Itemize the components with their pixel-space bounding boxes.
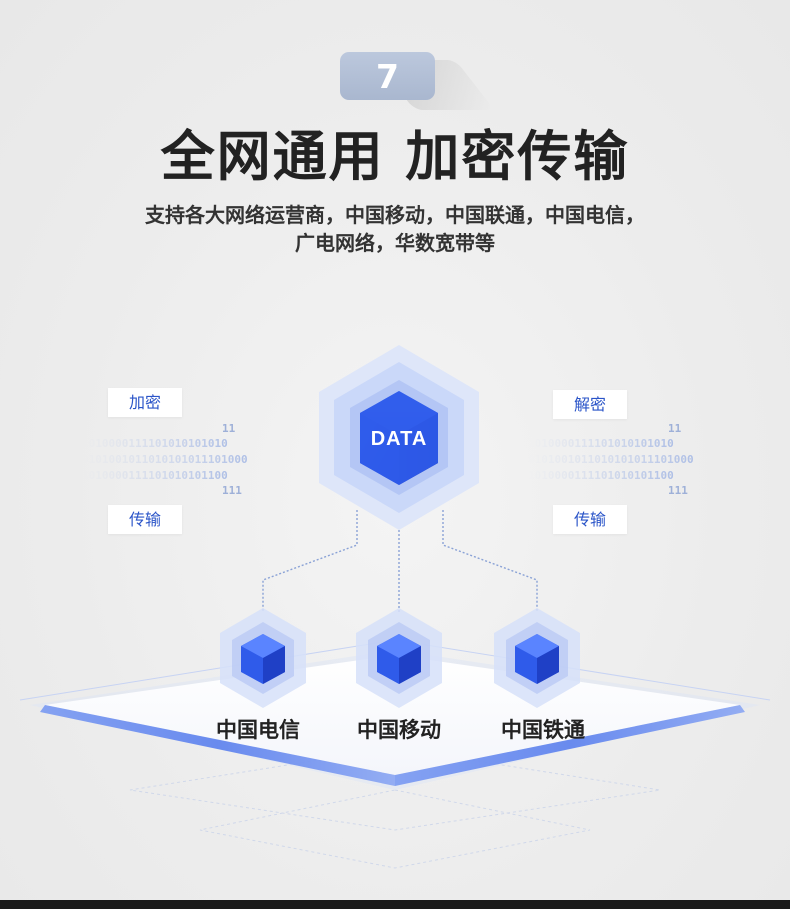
subtitle-line-1: 支持各大网络运营商，中国移动，中国联通，中国电信， [145, 203, 645, 227]
binary-row-top-left: 11 [222, 422, 236, 435]
carrier-node-tietong [494, 608, 580, 708]
tag-decrypt: 解密 [553, 390, 627, 419]
subtitle: 支持各大网络运营商，中国移动，中国联通，中国电信， 广电网络，华数宽带等 [0, 201, 790, 257]
carrier-label-telecom: 中国电信 [216, 718, 300, 742]
data-node [319, 345, 479, 530]
binary-row-top-right: 11 [668, 422, 682, 435]
binary-row-3-left: 1010000111101010101100 [82, 469, 228, 482]
section-number-badge: 7 [340, 52, 435, 100]
tag-encrypt: 加密 [108, 388, 182, 417]
data-node-label: DATA [371, 428, 428, 450]
subtitle-line-2: 广电网络，华数宽带等 [295, 231, 495, 255]
tag-transmit-left: 传输 [108, 505, 182, 534]
carrier-label-tietong: 中国铁通 [501, 718, 585, 742]
carrier-node-telecom [220, 608, 306, 708]
bottom-bar [0, 900, 790, 909]
floor-grid [129, 747, 661, 869]
binary-row-2-left: 0101001011010101011101000 [82, 453, 248, 466]
binary-row-2-right: 0101001011010101011101000 [528, 453, 694, 466]
binary-row-bottom-right: 111 [668, 484, 688, 497]
connection-lines [262, 510, 538, 612]
carrier-node-mobile [356, 608, 442, 708]
binary-arrow-right: 11 1010000111101010101010 01010010110101… [528, 422, 694, 497]
carrier-label-mobile: 中国移动 [357, 718, 441, 742]
binary-row-3-right: 1010000111101010101100 [528, 469, 674, 482]
binary-row-1-left: 1010000111101010101010 [82, 437, 228, 450]
binary-row-bottom-left: 111 [222, 484, 242, 497]
tag-transmit-right: 传输 [553, 505, 627, 534]
binary-arrow-left: 11 1010000111101010101010 01010010110101… [82, 422, 248, 497]
page-title: 全网通用 加密传输 [160, 125, 630, 188]
binary-row-1-right: 1010000111101010101010 [528, 437, 674, 450]
